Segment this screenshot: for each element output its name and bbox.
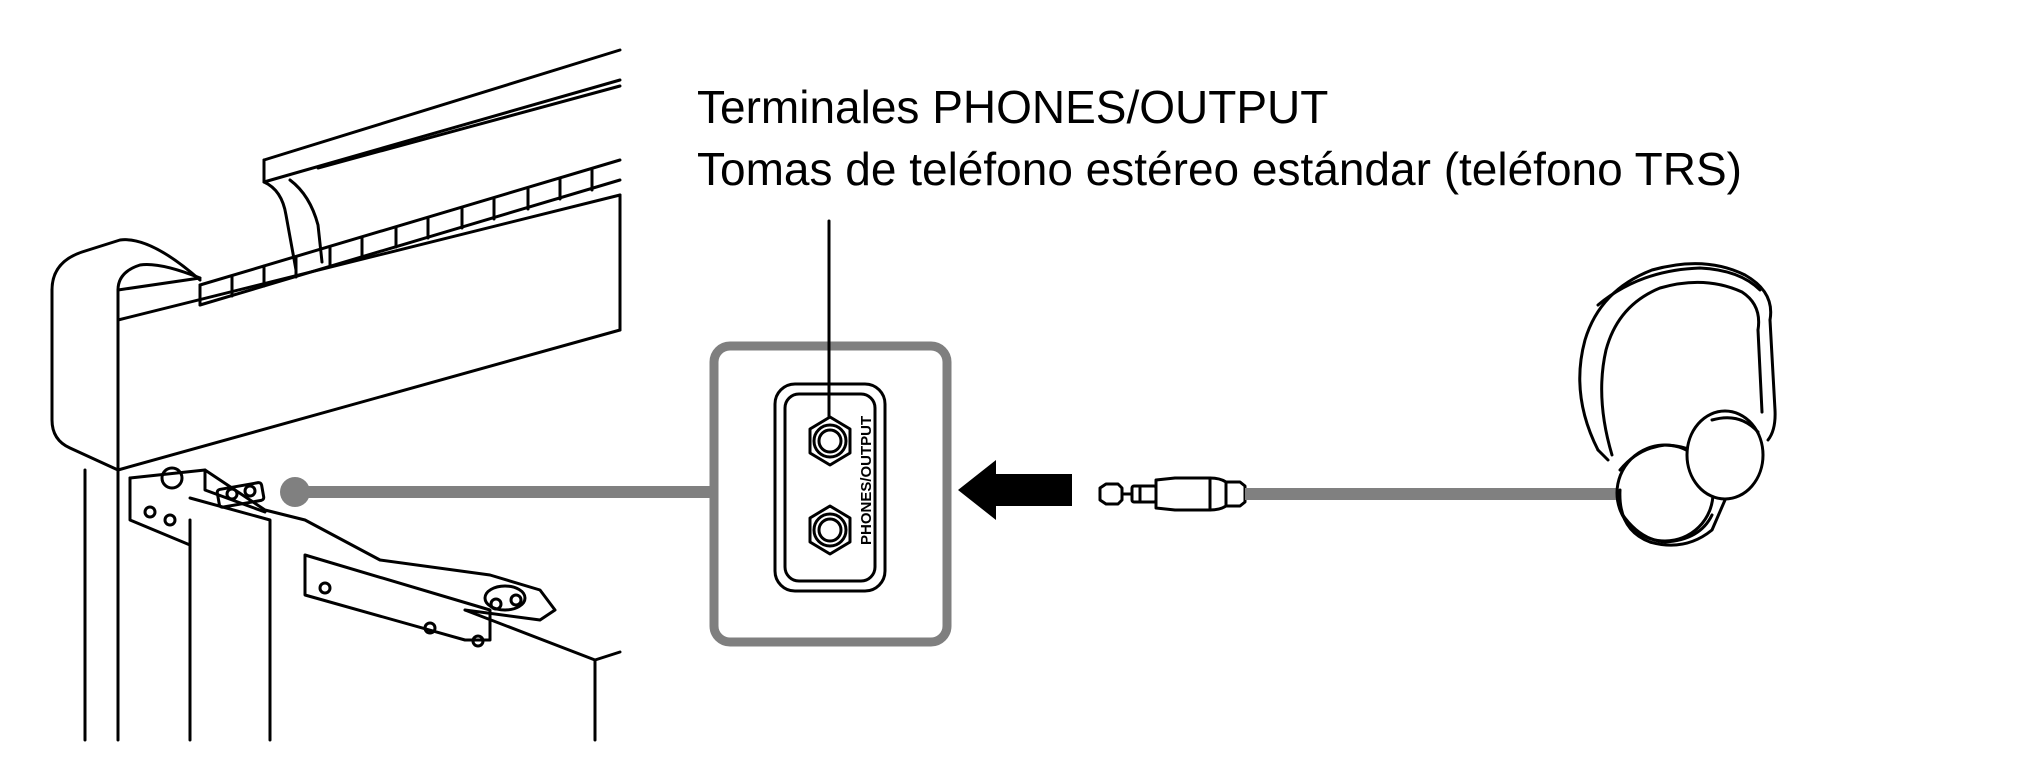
- jack-panel-label: PHONES/OUTPUT: [858, 416, 875, 545]
- phone-jack-1: [808, 415, 852, 467]
- piano-illustration: [50, 48, 622, 742]
- piano-jack-bracket: [128, 466, 557, 648]
- stereo-plug-icon: [1098, 476, 1620, 512]
- piano-keys: [230, 168, 594, 298]
- diagram-subtitle: Tomas de teléfono estéreo estándar (telé…: [697, 143, 1742, 195]
- jack-panel: [709, 219, 952, 647]
- diagram-title: Terminales PHONES/OUTPUT: [697, 81, 1329, 133]
- connector-gray: [280, 477, 712, 507]
- headphones-icon: [1578, 262, 1777, 547]
- left-arrow-icon: [958, 460, 1072, 520]
- phone-jack-2: [808, 504, 852, 556]
